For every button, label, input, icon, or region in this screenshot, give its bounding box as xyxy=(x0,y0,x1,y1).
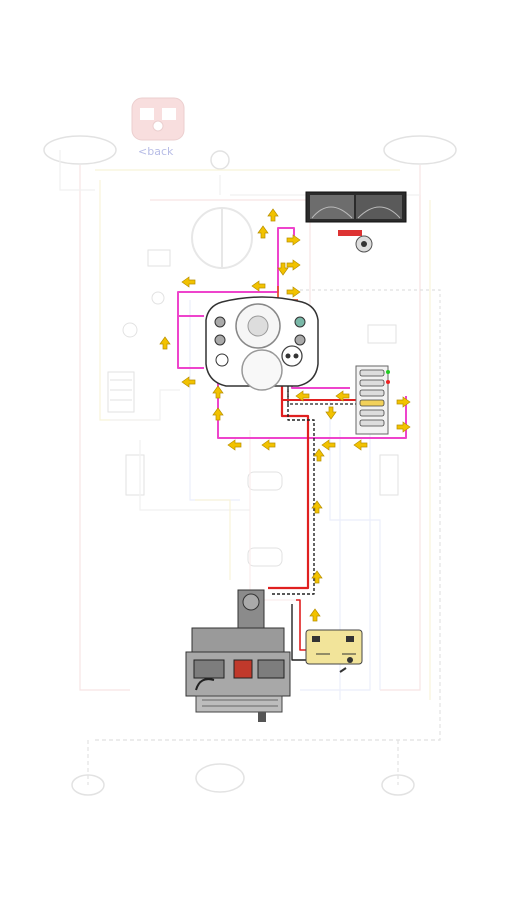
flow-arrow-icon xyxy=(311,570,323,584)
back-link[interactable]: <back xyxy=(138,145,174,158)
black-wire-main xyxy=(272,376,315,595)
red-wire-main xyxy=(268,372,310,590)
flow-arrow-icon xyxy=(286,286,301,298)
left-taillight xyxy=(71,774,105,796)
battery-icon[interactable] xyxy=(305,629,363,673)
black-wire-battery xyxy=(291,604,306,661)
flow-arrow-icon xyxy=(267,208,279,222)
wiper-motor-icon[interactable] xyxy=(305,191,407,253)
flow-arrow-icon xyxy=(212,385,224,399)
flow-arrow-icon xyxy=(286,234,301,246)
steering-wheel xyxy=(191,207,253,269)
flow-arrow-icon xyxy=(227,439,242,451)
flow-arrow-icon xyxy=(251,280,266,292)
flow-arrow-icon xyxy=(181,376,196,388)
faint-background-circuits xyxy=(43,97,457,796)
flow-arrow-icon xyxy=(212,407,224,421)
flow-arrow-icon xyxy=(159,336,171,350)
flow-arrow-icon xyxy=(313,448,325,462)
flow-arrow-icon xyxy=(286,259,301,271)
flow-arrow-icon xyxy=(335,390,350,402)
pink-wire-left-loop xyxy=(217,360,407,439)
flow-arrow-icon xyxy=(295,390,310,402)
flow-arrow-icon xyxy=(181,276,196,288)
flow-arrow-icon xyxy=(311,500,323,514)
pink-wire-left-down xyxy=(177,292,204,369)
flow-arrow-icon xyxy=(396,396,411,408)
left-headlight xyxy=(43,135,117,165)
right-taillight xyxy=(381,774,415,796)
flow-arrow-icon xyxy=(257,225,269,239)
flow-arrows xyxy=(159,208,411,622)
black-wire-to-fuse xyxy=(287,376,356,405)
red-wire-battery xyxy=(296,599,306,651)
fuel-gauge xyxy=(241,349,283,391)
instrument-panel-icon[interactable] xyxy=(205,296,319,391)
flow-arrow-icon xyxy=(309,608,321,622)
highlighted-wires xyxy=(177,227,407,691)
flow-arrow-icon xyxy=(396,421,411,433)
van-logo-icon[interactable] xyxy=(131,97,185,141)
flow-arrow-icon xyxy=(321,439,336,451)
flow-arrow-icon xyxy=(261,439,276,451)
fuse-box-icon[interactable] xyxy=(355,365,390,435)
flow-arrow-icon xyxy=(277,262,289,276)
flow-arrow-icon xyxy=(325,406,337,420)
horn xyxy=(210,150,230,170)
engine-icon[interactable] xyxy=(185,589,291,722)
right-headlight xyxy=(383,135,457,165)
flow-arrow-icon xyxy=(353,439,368,451)
